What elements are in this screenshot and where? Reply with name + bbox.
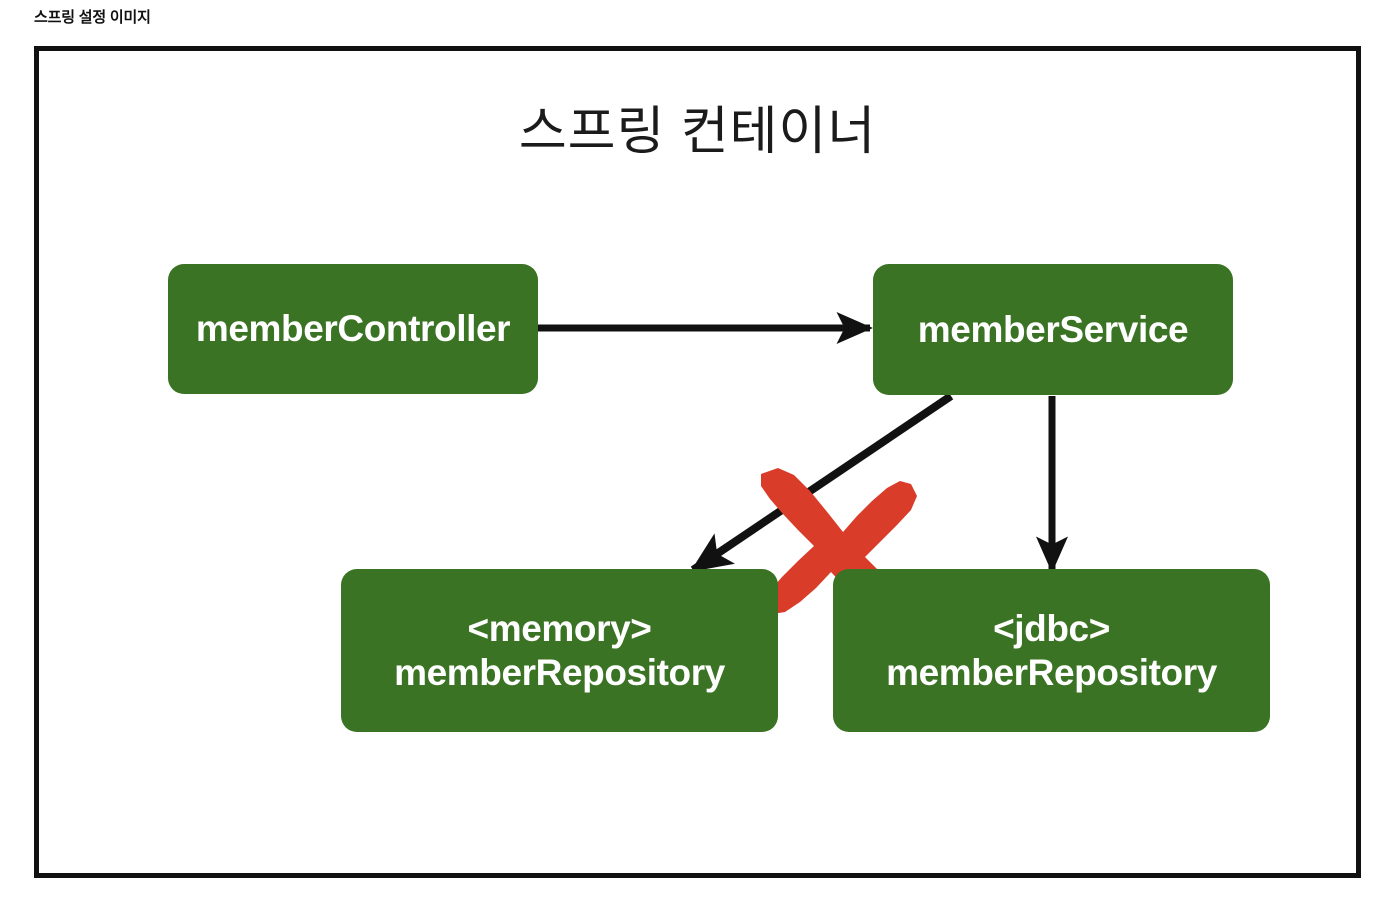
diagram-title: 스프링 컨테이너 <box>518 103 877 161</box>
node-label-line1: memberController <box>195 308 511 350</box>
node-label-line2: memberRepository <box>886 651 1217 693</box>
node-label-line2: memberRepository <box>394 651 725 693</box>
edge-service-to-memory-repository <box>690 392 954 574</box>
node-member-controller[interactable]: memberController <box>168 264 538 394</box>
node-memory-member-repository[interactable]: <memory> memberRepository <box>341 569 778 732</box>
node-label-line1: <jdbc> <box>993 607 1110 649</box>
node-label-line1: <memory> <box>467 607 652 649</box>
figure-caption: 스프링 설정 이미지 <box>34 9 151 26</box>
edge-layer <box>538 311 1069 621</box>
node-jdbc-member-repository[interactable]: <jdbc> memberRepository <box>833 569 1270 732</box>
node-member-service[interactable]: memberService <box>873 264 1233 395</box>
spring-container-frame: 스프링 컨테이너 memberController memberService <box>34 46 1361 878</box>
node-label-line1: memberService <box>917 308 1189 350</box>
